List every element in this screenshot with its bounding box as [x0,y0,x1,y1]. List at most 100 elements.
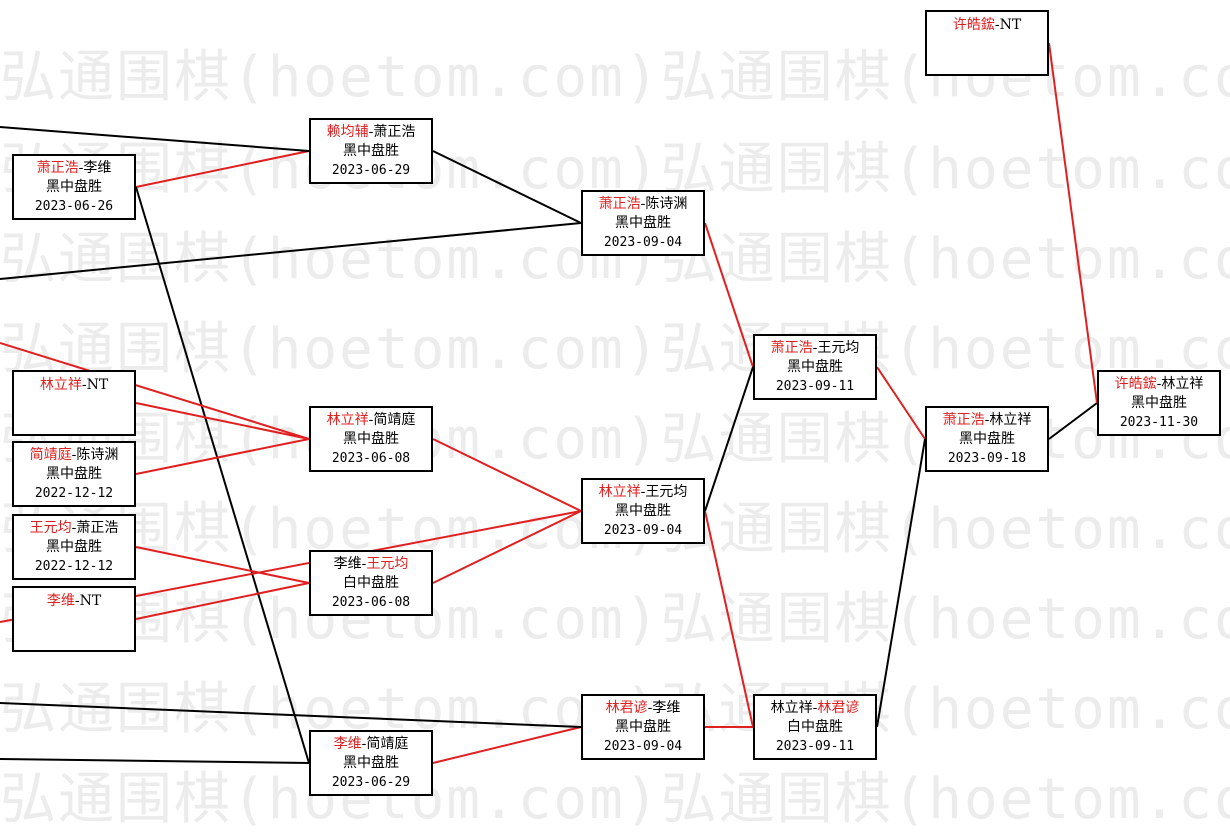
bracket-link [135,402,310,440]
match-players: 林立祥-简靖庭 [327,411,416,430]
bracket-link-offscreen [0,342,310,440]
match-date: 2023-09-04 [603,522,683,538]
match-result: 黑中盘胜 [615,214,671,231]
bracket-link [432,726,582,764]
player-white: 林立祥 [1161,375,1204,392]
player-black: 林立祥 [770,699,813,716]
player-separator: - [812,699,818,716]
player-black: 林立祥 [326,411,369,428]
bracket-link [135,186,310,764]
player-black: 李维 [333,735,362,752]
player-white: 萧正浩 [373,123,416,140]
player-separator: - [368,123,374,140]
bracket-link [1048,402,1098,440]
match-box: 林立祥-NT [12,370,136,436]
match-result: 黑中盘胜 [343,754,399,771]
match-players: 简靖庭-陈诗渊 [30,446,119,465]
player-white: 李维 [652,699,681,716]
player-separator: - [640,195,646,212]
match-date: 2022-12-12 [34,485,114,501]
match-players: 李维-NT [47,592,101,611]
bracket-link [432,150,582,224]
player-separator: - [74,593,80,609]
player-white: NT [86,377,109,393]
player-white: 萧正浩 [76,519,119,536]
bracket-link [704,366,754,512]
bracket-link [704,510,754,728]
bracket-link [704,222,754,368]
bracket-link [135,582,310,620]
player-separator: - [994,17,1000,33]
player-separator: - [78,159,84,176]
player-white: 王元均 [817,339,860,356]
match-box: 许皓鋐-NT [925,10,1049,76]
player-white: 陈诗渊 [645,195,688,212]
player-black: 王元均 [29,519,72,536]
match-result: 黑中盘胜 [46,538,102,555]
player-separator: - [361,555,367,572]
match-box: 李维-王元均白中盘胜 2023-06-08 [309,550,433,616]
player-black: 林君谚 [605,699,648,716]
match-result: 黑中盘胜 [615,718,671,735]
match-result: 黑中盘胜 [1131,394,1187,411]
match-players: 赖均辅-萧正浩 [327,123,416,142]
bracket-link [135,150,310,188]
player-separator: - [71,519,77,536]
match-result: 黑中盘胜 [343,142,399,159]
match-players: 萧正浩-李维 [37,159,112,178]
bracket-link [432,438,582,512]
player-black: 林立祥 [598,483,641,500]
player-black: 简靖庭 [29,446,72,463]
match-players: 王元均-萧正浩 [30,519,119,538]
match-result: 黑中盘胜 [787,358,843,375]
player-separator: - [640,483,646,500]
match-date: 2023-09-04 [603,234,683,250]
match-date: 2023-06-08 [331,594,411,610]
bracket-link [876,366,926,440]
player-white: 林君谚 [817,699,860,716]
bracket-link-offscreen [0,222,582,280]
player-black: 许皓鋐 [1114,375,1157,392]
player-black: 许皓鋐 [952,17,995,33]
bracket-link [1048,42,1098,404]
match-players: 林君谚-李维 [606,699,681,718]
player-white: 陈诗渊 [76,446,119,463]
bracket-link-offscreen [0,126,310,152]
match-date: 2023-09-18 [947,450,1027,466]
bracket-connectors [0,42,1098,764]
player-separator: - [647,699,653,716]
match-date: 2023-11-30 [1119,414,1199,430]
match-result: 黑中盘胜 [46,465,102,482]
match-date: 2023-06-29 [331,162,411,178]
player-white: NT [79,593,102,609]
bracket-link-offscreen [0,758,310,764]
match-players: 萧正浩-王元均 [771,339,860,358]
match-result: 黑中盘胜 [343,430,399,447]
bracket-link [876,438,926,728]
match-players: 萧正浩-林立祥 [943,411,1032,430]
player-black: 赖均辅 [326,123,369,140]
player-white: 简靖庭 [366,735,409,752]
match-date: 2023-06-29 [331,774,411,790]
player-separator: - [984,411,990,428]
player-black: 萧正浩 [598,195,641,212]
player-white: 李维 [83,159,112,176]
player-black: 李维 [333,555,362,572]
match-date: 2023-06-08 [331,450,411,466]
match-players: 萧正浩-陈诗渊 [599,195,688,214]
match-result: 白中盘胜 [343,574,399,591]
player-black: 林立祥 [39,377,82,393]
match-date: 2023-09-04 [603,738,683,754]
match-box: 李维-NT [12,586,136,652]
player-black: 李维 [46,593,75,609]
match-players: 李维-王元均 [334,555,409,574]
